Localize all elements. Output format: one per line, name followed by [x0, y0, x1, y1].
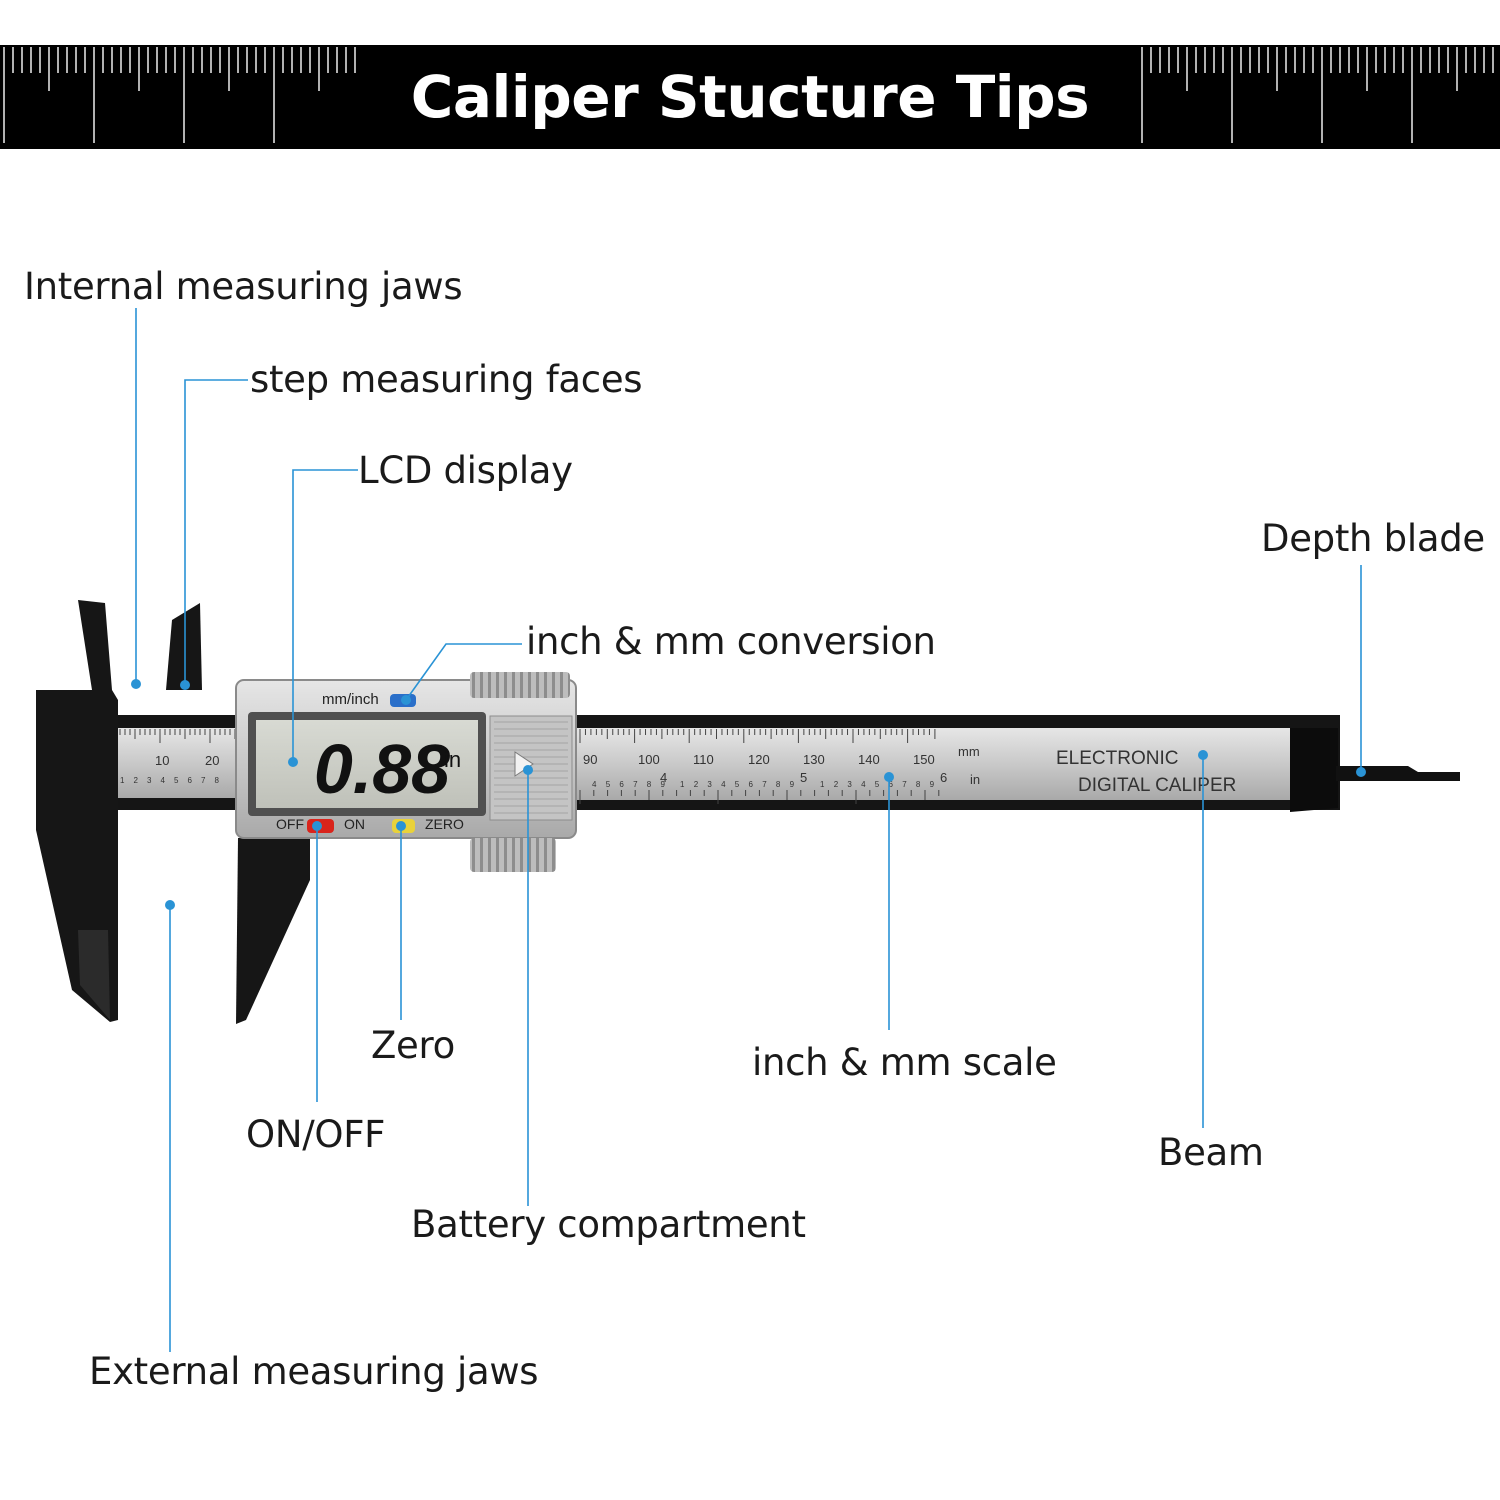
scale-in-minor-number: 8 — [916, 780, 921, 789]
brand-line-1: ELECTRONIC — [1056, 748, 1178, 769]
depth-blade — [1336, 766, 1460, 781]
label-depth-blade: Depth blade — [1261, 517, 1485, 560]
brand-line-2: DIGITAL CALIPER — [1078, 775, 1236, 796]
external-jaw-moving — [236, 838, 310, 1024]
scale-mm-number: 90 — [583, 752, 597, 767]
scale-in-number: 5 — [174, 776, 179, 785]
scale-in-minor-number: 2 — [834, 780, 839, 789]
label-conversion: inch & mm conversion — [526, 620, 936, 663]
unit-in-label: in — [970, 772, 980, 787]
label-lcd: LCD display — [358, 449, 573, 492]
label-beam: Beam — [1158, 1131, 1264, 1174]
scale-in-minor-number: 5 — [606, 780, 611, 789]
label-zero: Zero — [371, 1024, 455, 1067]
scale-in-minor-number: 1 — [820, 780, 825, 789]
scale-in-minor-number: 4 — [592, 780, 597, 789]
label-on-off: ON/OFF — [246, 1113, 386, 1156]
scale-mm-number: 120 — [748, 752, 770, 767]
label-step-faces: step measuring faces — [250, 358, 643, 401]
scale-strip-right — [570, 728, 1290, 800]
leader-lcd — [292, 469, 358, 762]
unit-mm-label: mm — [958, 744, 980, 759]
beam-end-cap — [1290, 728, 1338, 812]
label-internal-jaws: Internal measuring jaws — [24, 265, 463, 308]
scale-in-number: 7 — [201, 776, 206, 785]
leader-dots — [131, 679, 1366, 910]
scale-in-number: 3 — [147, 776, 152, 785]
scale-in-major-number: 6 — [940, 770, 947, 785]
scale-in-minor-number: 9 — [790, 780, 795, 789]
thumb-wheel-bottom — [470, 838, 556, 872]
scale-mm-number: 150 — [913, 752, 935, 767]
scale-mm-number: 100 — [638, 752, 660, 767]
scale-mm-number: 20 — [205, 753, 219, 768]
scale-in-number: 6 — [188, 776, 193, 785]
scale-in-minor-number: 4 — [861, 780, 866, 789]
label-battery: Battery compartment — [411, 1203, 806, 1246]
scale-in-number: 8 — [215, 776, 220, 785]
zero-label: ZERO — [425, 816, 464, 832]
lcd-reading: 0.88 — [314, 730, 450, 808]
label-external-jaws: External measuring jaws — [89, 1350, 539, 1393]
scale-in-minor-number: 8 — [776, 780, 781, 789]
scale-in-minor-number: 9 — [661, 780, 666, 789]
scale-in-minor-number: 7 — [762, 780, 767, 789]
scale-in-minor-number: 1 — [680, 780, 685, 789]
scale-in-minor-number: 3 — [707, 780, 712, 789]
scale-in-minor-number: 2 — [694, 780, 699, 789]
scale-in-major-number: 4 — [660, 770, 667, 785]
on-label: ON — [344, 816, 365, 832]
scale-in-minor-number: 9 — [930, 780, 935, 789]
scale-mm-number: 10 — [155, 753, 169, 768]
scale-in-minor-number: 5 — [875, 780, 880, 789]
leader-conversion — [405, 643, 522, 701]
scale-in-major-number: 5 — [800, 770, 807, 785]
page-title: Caliper Stucture Tips — [410, 63, 1090, 131]
scale-in-minor-number: 6 — [749, 780, 754, 789]
leader-lines — [135, 308, 1362, 1352]
scale-in-minor-number: 5 — [735, 780, 740, 789]
scale-mm-number: 110 — [693, 752, 714, 767]
scale-strip-left — [95, 728, 240, 798]
scale-in-minor-number: 7 — [633, 780, 638, 789]
scale-in-minor-number: 4 — [721, 780, 726, 789]
scale-in-minor-number: 8 — [647, 780, 652, 789]
mode-button-label: mm/inch — [322, 691, 379, 708]
scale-in-number: 1 — [120, 776, 125, 785]
scale-in-minor-number: 7 — [902, 780, 907, 789]
lcd-unit: in — [444, 747, 461, 772]
label-scale: inch & mm scale — [752, 1041, 1057, 1084]
scale-in-minor-number: 6 — [619, 780, 624, 789]
internal-jaw-moving — [166, 603, 202, 690]
scale-mm-number: 140 — [858, 752, 880, 767]
scale-in-minor-number: 3 — [847, 780, 852, 789]
fixed-jaw — [36, 600, 118, 1022]
off-label: OFF — [276, 816, 304, 832]
scale-in-number: 4 — [161, 776, 166, 785]
banner-ruler-ticks — [3, 47, 1494, 143]
header-banner — [0, 45, 1500, 149]
leader-step-faces — [184, 379, 248, 685]
thumb-wheel-top — [470, 672, 570, 698]
scale-mm-number: 130 — [803, 752, 825, 767]
scale-in-minor-number: 6 — [889, 780, 894, 789]
scale-in-number: 2 — [134, 776, 139, 785]
